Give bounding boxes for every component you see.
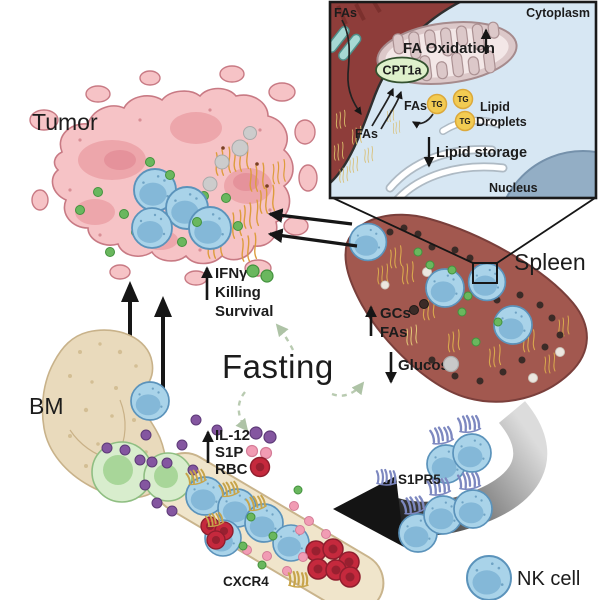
- white-dots-in-spleen: [380, 267, 565, 383]
- inset-arrows: [341, 19, 434, 130]
- gc-dot: [409, 305, 419, 315]
- gcs-label: GCs: [380, 305, 411, 322]
- fasting-dashed-arrows: [235, 323, 365, 432]
- inset-fa-oxidation-panel: TG TG TG FAs Cytoplasm FA Oxidation CPT1…: [328, 0, 598, 200]
- ifng-dot: [260, 269, 274, 283]
- gc-dot: [419, 299, 429, 309]
- migrating-nk-cell: [130, 381, 170, 421]
- il12-dot: [249, 426, 263, 440]
- inset-cytoplasm-label: Cytoplasm: [526, 6, 590, 20]
- ifng-dot: [165, 170, 175, 180]
- glucocorticoid-dots: [386, 224, 564, 385]
- nk-cell-in-tumor: [188, 206, 232, 250]
- fas-label: FAs: [380, 324, 408, 341]
- nk-cell-legend-label: NK cell: [517, 568, 580, 590]
- inset-tissue-streaks: [336, 2, 382, 25]
- nk-cell-in-tumor: [131, 207, 173, 249]
- bm-label: BM: [29, 393, 64, 419]
- il12-s1p-rbc-annotation: IL-12 S1P RBC: [202, 426, 277, 478]
- ifng-dot: [246, 264, 260, 278]
- lipid-storage-label: Lipid storage: [436, 145, 527, 161]
- s1p-dot: [245, 444, 259, 458]
- bm-to-tumor-arrowhead: [121, 281, 139, 302]
- lipid-droplet-icons: TG TG TG: [426, 88, 476, 132]
- inset-nucleus: [505, 150, 596, 197]
- inset-callout-line: [332, 197, 474, 264]
- spleen-to-tumor-arrow: [267, 208, 353, 226]
- inset-nucleus-label: Nucleus: [489, 181, 538, 195]
- nk-cell-in-spleen: [348, 222, 388, 262]
- il12-label: IL-12: [215, 427, 250, 444]
- nk-cell-in-spleen: [425, 268, 465, 308]
- cxcr4-annotation: CXCR4: [223, 570, 310, 589]
- gcs-fas-annotation: GCs FAs: [365, 299, 429, 346]
- tumor-label: Tumor: [32, 109, 98, 135]
- rbc-icon: [249, 456, 271, 478]
- ifng-label: IFNγ: [215, 265, 248, 282]
- glucose-dot: [442, 355, 460, 373]
- fa-oxidation-label: FA Oxidation: [403, 40, 495, 57]
- inset-callout-square: [472, 262, 498, 284]
- cxcr4-label: CXCR4: [223, 574, 269, 589]
- lipid-droplets-label-1: Lipid: [480, 100, 510, 114]
- glucose-annotation: Glucose: [385, 352, 460, 384]
- lipid-droplets-label-2: Droplets: [476, 115, 527, 129]
- ifng-dots-in-spleen: [413, 247, 503, 347]
- spleen-label: Spleen: [514, 249, 586, 275]
- spleen-to-tumor-arrow: [267, 228, 358, 248]
- cpt1a-label: CPT1a: [383, 64, 423, 78]
- inset-border: [328, 0, 598, 200]
- bm-to-tumor-arrowhead: [154, 296, 172, 317]
- cpt1a-enzyme-icon: [375, 56, 429, 84]
- s1p-dot: [259, 446, 273, 460]
- tg-label: TG: [457, 95, 468, 104]
- s1pr5-label: S1PR5: [398, 472, 441, 487]
- spleen-illustration: [344, 213, 588, 403]
- nk-cell-legend-icon: [466, 555, 512, 600]
- tg-label: TG: [431, 100, 442, 109]
- dying-tumor-cells: [202, 126, 257, 192]
- ifng-dot: [192, 217, 202, 227]
- inset-fas-inner-label: FAs: [404, 99, 427, 113]
- inset-callout-line: [496, 197, 596, 264]
- bone-marrow-illustration: [41, 281, 385, 600]
- killing-label: Killing: [215, 284, 261, 301]
- nk-cell-legend: NK cell: [466, 555, 580, 600]
- s1p-dots-in-bm: [242, 501, 331, 576]
- green-dots-in-bm: [238, 485, 303, 570]
- s1pr5-annotation: S1PR5: [375, 468, 441, 487]
- rbc-label: RBC: [215, 461, 248, 478]
- tg-label: TG: [459, 117, 470, 126]
- tumor-illustration: [29, 65, 318, 286]
- tumor-inner-patches: [75, 112, 272, 250]
- survival-label: Survival: [215, 303, 273, 320]
- il12-dot: [263, 430, 277, 444]
- ifng-killing-survival-annotation: IFNγ Killing Survival: [201, 264, 274, 320]
- s1p-label: S1P: [215, 444, 243, 461]
- inset-fas-pool-label: FAs: [355, 127, 378, 141]
- nk-cell-s1pr5: [452, 433, 492, 473]
- glucose-label: Glucose: [398, 357, 457, 374]
- fasting-label: Fasting: [222, 348, 334, 385]
- nk-cell-s1pr5: [453, 489, 493, 529]
- inset-fas-membrane-label: FAs: [334, 6, 357, 20]
